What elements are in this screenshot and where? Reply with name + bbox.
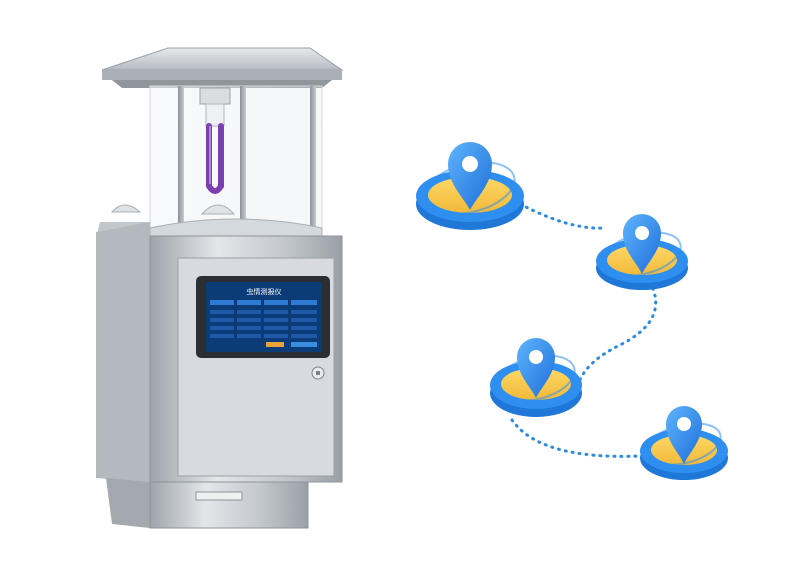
support-pillar <box>310 86 316 236</box>
location-pin-icon <box>517 338 555 398</box>
location-node[interactable] <box>640 406 728 480</box>
location-pin-icon <box>623 214 661 274</box>
screen-data-grid <box>210 300 317 347</box>
device-roof <box>101 47 344 88</box>
connection-links <box>510 202 658 458</box>
glass-chamber <box>149 85 323 237</box>
location-node[interactable] <box>596 214 688 290</box>
support-pillar <box>178 86 184 236</box>
device-cabinet <box>96 222 343 529</box>
insect-monitoring-device: 虫情测报仪 <box>96 47 344 529</box>
link-line <box>510 418 642 458</box>
uv-lamp <box>199 87 231 194</box>
device-touchscreen[interactable]: 虫情测报仪 <box>196 276 330 358</box>
screen-title: 虫情测报仪 <box>247 287 282 296</box>
link-line <box>576 280 658 387</box>
location-node[interactable] <box>416 142 524 230</box>
location-network <box>416 142 728 480</box>
location-pin-icon <box>666 406 702 464</box>
link-line <box>518 202 606 230</box>
location-node[interactable] <box>490 338 582 417</box>
tray-handle[interactable] <box>195 491 243 501</box>
location-pin-icon <box>448 142 492 210</box>
support-pillar <box>240 86 246 236</box>
